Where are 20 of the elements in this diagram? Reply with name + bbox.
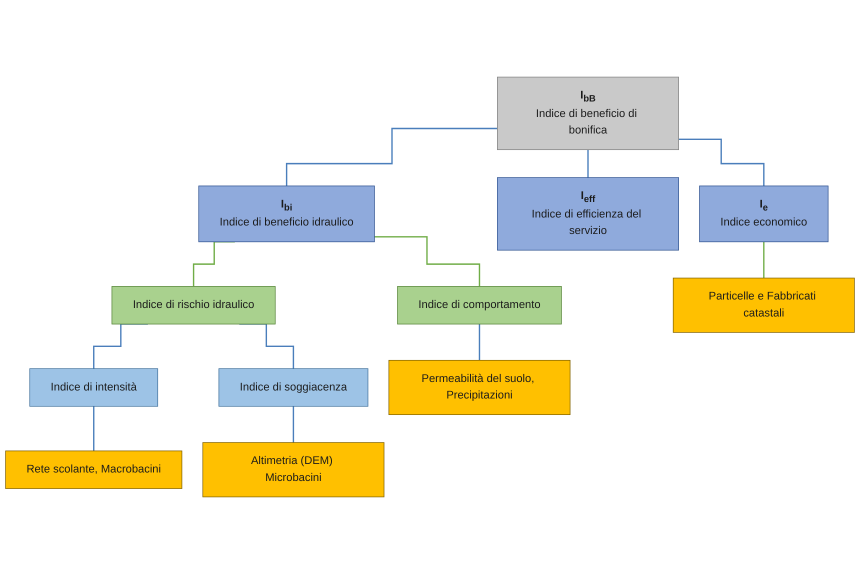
connector <box>292 406 294 444</box>
node-box: I$_{e}$ Indice economico <box>699 186 828 242</box>
connector <box>93 406 94 452</box>
node-box: Indice di rischio idraulico <box>112 286 276 324</box>
node-box: Altimetria (DEM) Microbacini <box>202 442 384 498</box>
node-box: Particelle e Fabbricati catastali <box>672 278 855 333</box>
connector <box>374 236 480 288</box>
connector <box>587 149 589 178</box>
node-box: I$_{bi}$ Indice di beneficio idraulico <box>198 186 375 242</box>
node-box: Indice di intensità <box>29 368 158 407</box>
node-box: Indice di comportamento <box>397 286 562 324</box>
node-box: Rete scolante, Macrobacini <box>5 450 182 489</box>
connector <box>763 241 765 279</box>
node-box: Indice di soggiacenza <box>218 368 368 407</box>
connector <box>286 128 498 187</box>
node-box: Permeabilità del suolo, Precipitazioni <box>388 360 570 416</box>
connector <box>478 323 480 361</box>
node-box: I$_{bB}$ Indice di beneficio di bonifica <box>497 76 679 150</box>
connector <box>678 138 765 187</box>
node-box: I$_{eff}$ Indice di efficienza del servizio <box>497 177 679 251</box>
